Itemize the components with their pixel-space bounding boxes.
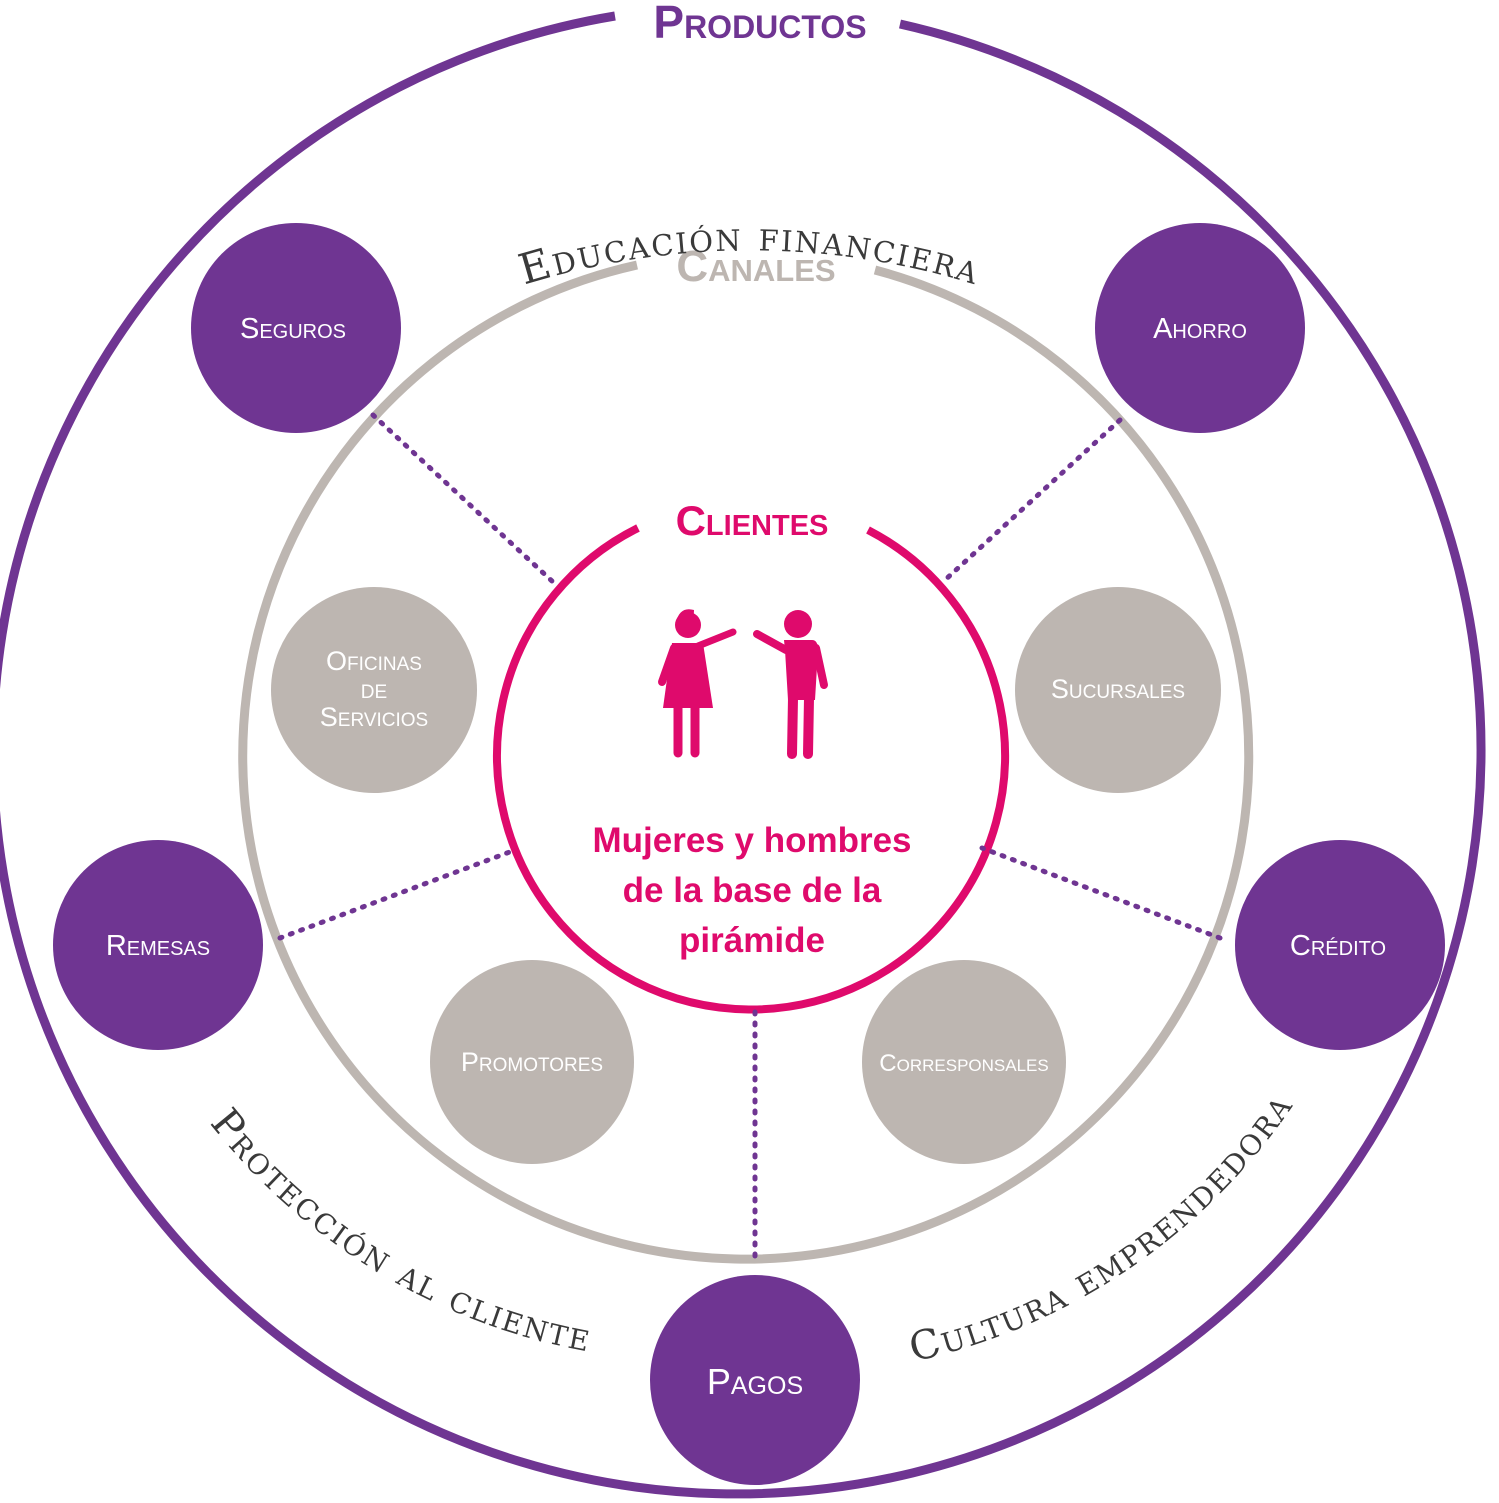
connector-credito <box>979 845 1223 941</box>
oficinas-line-3: Servicios <box>320 702 428 732</box>
channel-promotores: Promotores <box>430 960 634 1164</box>
remesas-label: Remesas <box>106 930 210 962</box>
people-talking-icon <box>658 609 828 759</box>
product-pagos: Pagos <box>650 1275 860 1485</box>
channel-sucursales: Sucursales <box>1015 587 1221 793</box>
product-seguros: Seguros <box>191 223 401 433</box>
product-remesas: Remesas <box>53 840 263 1050</box>
center-text-line-2: de la base de la <box>623 871 882 910</box>
productos-label: Productos <box>653 0 866 48</box>
productos-ring <box>0 11 1486 1499</box>
canales-ring <box>238 260 1254 1264</box>
ahorro-label: Ahorro <box>1153 313 1247 345</box>
channel-corresponsales: Corresponsales <box>862 960 1066 1164</box>
clientes-ring <box>493 524 1010 1014</box>
center-text-line-1: Mujeres y hombres <box>593 821 912 860</box>
channel-oficinas: Oficinas de Servicios <box>271 587 477 793</box>
pagos-label: Pagos <box>707 1361 803 1402</box>
credito-label: Crédito <box>1290 930 1386 962</box>
promotores-label: Promotores <box>461 1047 603 1077</box>
sucursales-label: Sucursales <box>1051 674 1185 704</box>
connector-remesas <box>277 847 518 941</box>
product-ahorro: Ahorro <box>1095 223 1305 433</box>
connector-ahorro <box>942 417 1123 583</box>
oficinas-line-1: Oficinas <box>326 646 422 676</box>
center-text-line-3: pirámide <box>679 921 825 960</box>
clientes-label: Clientes <box>676 497 829 544</box>
corresponsales-label: Corresponsales <box>879 1050 1048 1077</box>
product-credito: Crédito <box>1235 840 1445 1050</box>
oficinas-line-2: de <box>361 674 387 704</box>
connector-seguros <box>370 412 556 585</box>
seguros-label: Seguros <box>240 313 346 345</box>
canales-label: Canales <box>676 242 835 291</box>
